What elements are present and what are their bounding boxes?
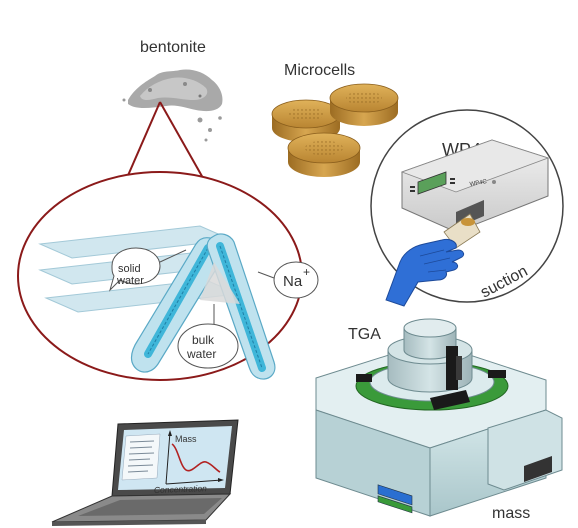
graph-ylabel: Mass xyxy=(175,434,197,444)
laptop: Mass Concentration xyxy=(51,419,239,526)
bulk-water-label-line2: water xyxy=(186,347,216,361)
microcell-2 xyxy=(329,83,399,126)
bulk-water-label-line1: bulk xyxy=(192,333,215,347)
wp4c-device-text: WP4C xyxy=(469,179,488,188)
graph-xlabel: Concentration xyxy=(154,483,208,495)
clay-zoom-circle: solid water bulk water Na + xyxy=(17,171,319,381)
tga-indicator-blue xyxy=(377,484,413,506)
solid-water-label-line1: solid xyxy=(118,263,141,275)
microcells xyxy=(271,83,399,177)
tga-vent xyxy=(524,456,552,482)
na-ion-charge: + xyxy=(303,265,310,279)
bulk-water-bubble xyxy=(177,304,239,369)
mass-curve xyxy=(171,443,221,473)
bentonite-powder xyxy=(122,69,223,142)
screen-document xyxy=(121,433,161,481)
na-ion-bubble xyxy=(257,261,319,299)
solid-water-label-line2: water xyxy=(116,275,144,287)
tga-instrument xyxy=(315,318,563,517)
tga-label: TGA xyxy=(348,326,381,343)
na-ion-label: Na xyxy=(283,273,303,290)
interlayer-wedge xyxy=(200,262,240,304)
zoom-lines xyxy=(125,101,204,181)
gloved-hand xyxy=(385,239,465,307)
wp4c-circle: WP4C WP4C suction xyxy=(370,109,564,307)
mass-label: mass xyxy=(492,505,530,522)
wp4c-display xyxy=(417,171,447,195)
wp4c-device: WP4C xyxy=(400,139,550,233)
microcell-3 xyxy=(287,132,361,177)
microcells-label: Microcells xyxy=(284,62,355,79)
screen-graph: Mass Concentration xyxy=(154,430,224,495)
solid-water-bubble xyxy=(108,247,187,292)
bentonite-label: bentonite xyxy=(140,39,206,56)
clay-sheet-right xyxy=(206,233,276,380)
tga-indicator-green xyxy=(377,495,413,514)
